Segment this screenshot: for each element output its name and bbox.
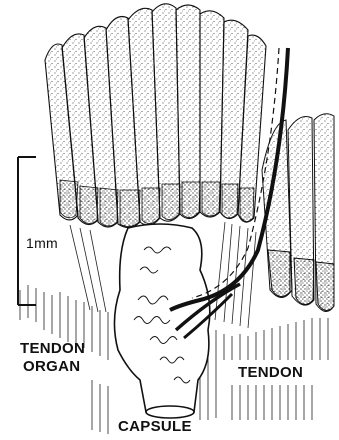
right-muscle-fibers (262, 114, 334, 312)
capsule-label: CAPSULE (118, 419, 192, 434)
tendon-organ-label: TENDON (20, 341, 85, 356)
scale-bar (18, 157, 36, 305)
tendon-organ-label-2: ORGAN (23, 359, 80, 374)
scale-label: 1mm (26, 236, 58, 250)
tendon-label: TENDON (238, 365, 303, 380)
